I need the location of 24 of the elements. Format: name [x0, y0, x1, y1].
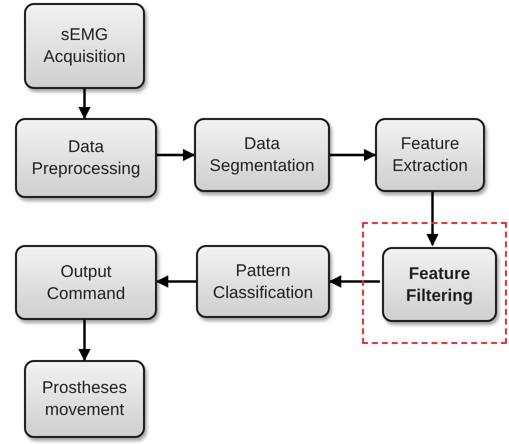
process-box [382, 247, 497, 322]
box-label: sEMG Acquisition [42, 24, 127, 68]
dashed-highlight-box [362, 222, 507, 344]
arrow [328, 275, 380, 288]
box-label: Data Segmentation [208, 133, 316, 177]
process-box [194, 118, 330, 192]
arrow [426, 192, 439, 246]
box-label: Feature Filtering [404, 262, 474, 306]
arrow [78, 89, 91, 120]
process-box [196, 245, 330, 318]
box-label: Pattern Classification [212, 260, 314, 304]
arrow [157, 148, 196, 162]
process-box [375, 118, 485, 192]
arrow [156, 275, 196, 288]
box-label: Output Command [46, 260, 126, 304]
arrow [78, 320, 91, 362]
box-label: Prostheses movement [40, 377, 128, 421]
process-box [15, 118, 157, 198]
box-label: Feature Extraction [391, 133, 469, 177]
process-box [15, 245, 157, 320]
process-box [24, 3, 145, 89]
box-label: Data Preprocessing [30, 136, 142, 180]
process-box [24, 360, 145, 438]
arrow [330, 148, 376, 162]
